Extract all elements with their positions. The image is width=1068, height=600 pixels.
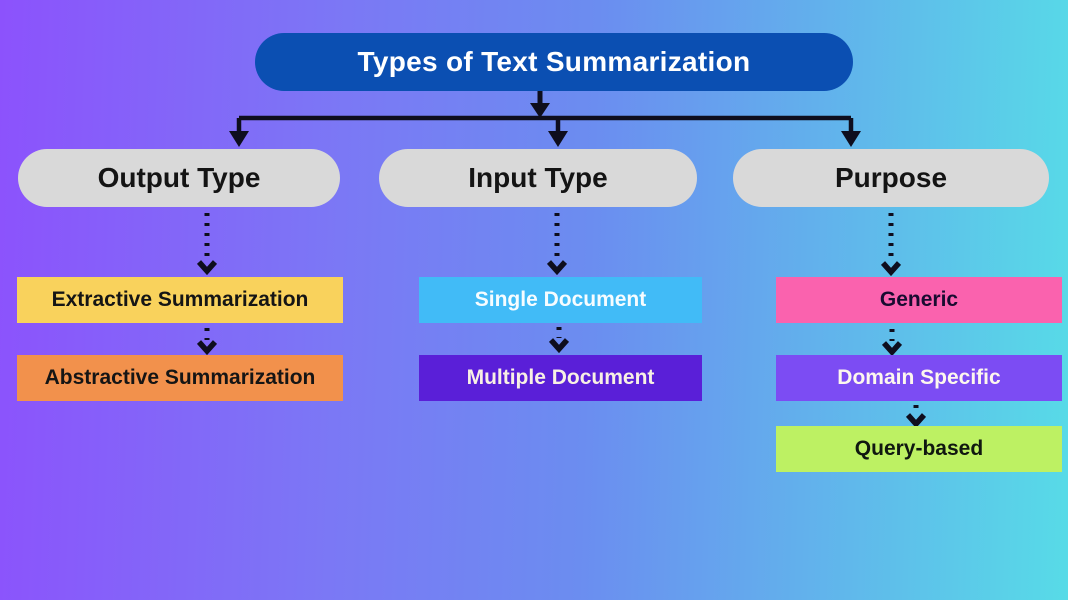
- title-box: Types of Text Summarization: [255, 33, 853, 91]
- dotted-arrow-domain-query: [905, 405, 927, 429]
- dotted-arrow-output: [196, 213, 218, 276]
- box-abstractive-summarization: Abstractive Summarization: [17, 355, 343, 401]
- connector-drop-output: [229, 118, 249, 147]
- connector-trunk: [530, 91, 550, 118]
- box-extractive-summarization: Extractive Summarization: [17, 277, 343, 323]
- box-query-based: Query-based: [776, 426, 1062, 472]
- box-multiple-document: Multiple Document: [419, 355, 702, 401]
- connector-drop-purpose: [841, 118, 861, 147]
- box-generic: Generic: [776, 277, 1062, 323]
- header-output-type: Output Type: [18, 149, 340, 207]
- box-domain-specific: Domain Specific: [776, 355, 1062, 401]
- box-single-document: Single Document: [419, 277, 702, 323]
- dotted-arrow-input: [546, 213, 568, 276]
- dotted-arrow-generic-domain: [881, 329, 903, 357]
- dotted-arrow-extractive-abstractive: [196, 328, 218, 356]
- header-purpose: Purpose: [733, 149, 1049, 207]
- connector-drop-input: [548, 120, 568, 147]
- header-input-type: Input Type: [379, 149, 697, 207]
- dotted-arrow-single-multiple: [548, 327, 570, 354]
- dotted-arrow-purpose: [880, 213, 902, 277]
